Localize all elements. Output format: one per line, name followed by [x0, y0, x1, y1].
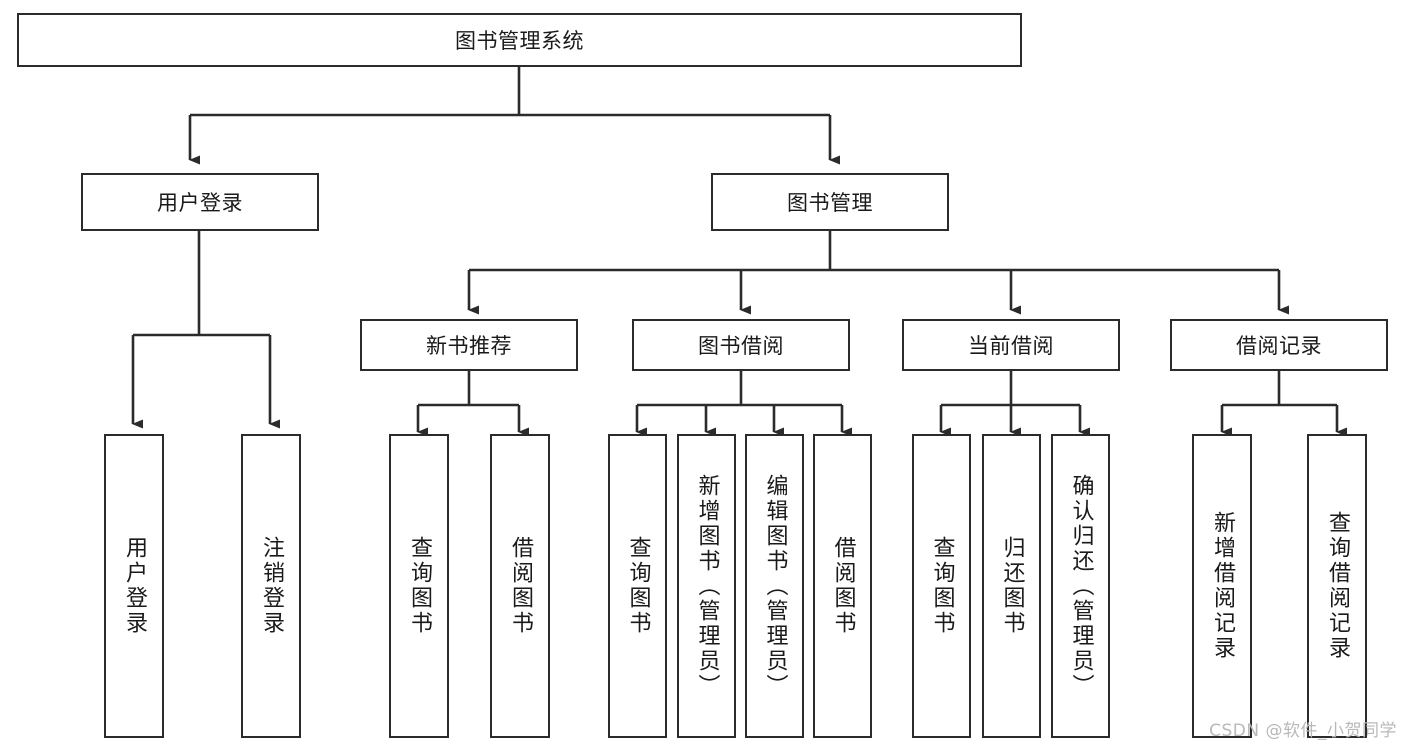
- leaf-label: 新增图书（管理员）: [694, 473, 720, 699]
- leaf-label: 查询借阅记录: [1325, 511, 1350, 661]
- node-root-system[interactable]: 图书管理系统: [17, 13, 1022, 67]
- node-book-borrow[interactable]: 图书借阅: [632, 319, 850, 371]
- leaf-label: 用户登录: [122, 536, 147, 636]
- leaf-label: 查询图书: [929, 536, 955, 636]
- leaf-return-book[interactable]: 归还图书: [982, 434, 1041, 738]
- leaf-add-book-admin[interactable]: 新增图书（管理员）: [677, 434, 736, 738]
- leaf-confirm-return-admin[interactable]: 确认归还（管理员）: [1051, 434, 1110, 738]
- leaf-query-borrow-record[interactable]: 查询借阅记录: [1307, 434, 1367, 738]
- leaf-label: 查询图书: [625, 536, 651, 636]
- leaf-label: 确认归还（管理员）: [1068, 473, 1094, 699]
- leaf-query-book-current[interactable]: 查询图书: [912, 434, 971, 738]
- leaf-user-login[interactable]: 用户登录: [104, 434, 164, 738]
- leaf-label: 归还图书: [999, 536, 1025, 636]
- leaf-user-logout[interactable]: 注销登录: [241, 434, 301, 738]
- node-user-login[interactable]: 用户登录: [81, 173, 319, 231]
- leaf-edit-book-admin[interactable]: 编辑图书（管理员）: [745, 434, 804, 738]
- leaf-label: 借阅图书: [830, 536, 856, 636]
- leaf-add-borrow-record[interactable]: 新增借阅记录: [1192, 434, 1252, 738]
- leaf-label: 借阅图书: [508, 536, 533, 636]
- leaf-query-book-borrow[interactable]: 查询图书: [608, 434, 667, 738]
- leaf-label: 新增借阅记录: [1210, 511, 1235, 661]
- node-book-management[interactable]: 图书管理: [711, 173, 949, 231]
- leaf-borrow-book-borrow[interactable]: 借阅图书: [813, 434, 872, 738]
- node-new-book-recommend[interactable]: 新书推荐: [360, 319, 578, 371]
- leaf-label: 查询图书: [407, 536, 432, 636]
- leaf-borrow-book-newbook[interactable]: 借阅图书: [490, 434, 550, 738]
- watermark-credit: CSDN @软件_小贺同学: [1209, 721, 1397, 741]
- leaf-label: 编辑图书（管理员）: [762, 473, 788, 699]
- leaf-query-book-newbook[interactable]: 查询图书: [389, 434, 449, 738]
- node-borrow-records[interactable]: 借阅记录: [1170, 319, 1388, 371]
- leaf-label: 注销登录: [259, 536, 284, 636]
- node-current-borrow[interactable]: 当前借阅: [902, 319, 1120, 371]
